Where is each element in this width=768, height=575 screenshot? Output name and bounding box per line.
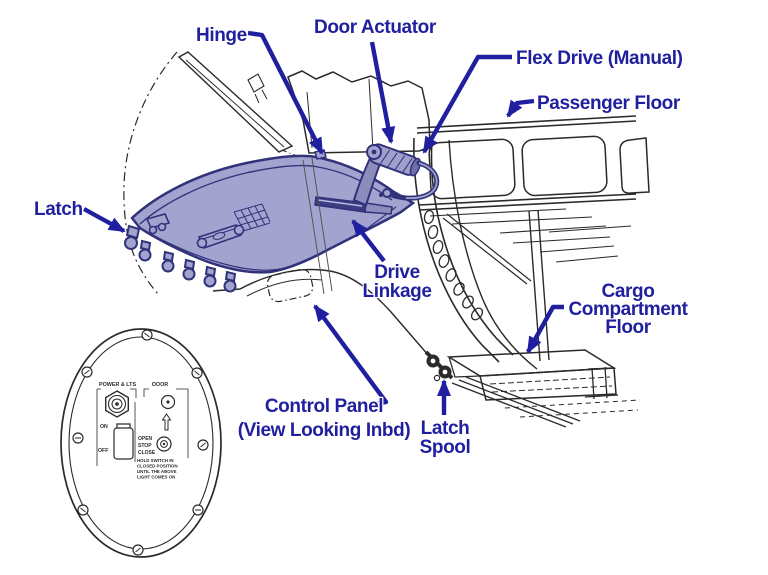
drive-linkage-label-2: Linkage (363, 281, 432, 302)
door-thickness-line (139, 164, 393, 225)
cargo-door (124, 143, 440, 293)
door-latch-handle (196, 224, 245, 249)
cargo-floor-assembly (424, 349, 641, 428)
panel-note: HOLD SWITCH IN CLOSED POSITION UNTIL THE… (137, 458, 178, 480)
stop-position-label: STOP (138, 443, 152, 449)
latch-spool-hardware (424, 350, 454, 382)
floor-diagonal-stringers (451, 376, 581, 428)
floor-lightening-hole (428, 138, 516, 200)
svg-text:HOLD SWITCH IN: HOLD SWITCH IN (137, 458, 174, 463)
control-panel-detail: POWER & LTS DOOR ON OFF OPEN STOP CLOSE … (60, 328, 222, 558)
passenger-floor-label: Passenger Floor (537, 93, 681, 114)
floor-lightening-hole (521, 135, 608, 197)
close-position-label: CLOSE (138, 450, 156, 456)
hinge-label: Hinge (196, 25, 247, 46)
cargo-floor-arrow (526, 304, 564, 354)
door-open-light (160, 394, 176, 410)
beam-end-profile (584, 366, 619, 400)
door-swing-arc (123, 51, 178, 295)
door-latch-hooks (124, 224, 237, 293)
fuselage-skin-panel (287, 70, 431, 154)
door-actuator-label: Door Actuator (314, 17, 437, 38)
callout-flex-drive: Flex Drive (Manual) (422, 47, 684, 154)
door-actuator-hardware (366, 143, 421, 177)
callout-hinge: Hinge (195, 24, 324, 155)
power-switch[interactable] (104, 390, 130, 418)
passenger-floor-truss (416, 115, 650, 211)
flex-drive-label: Flex Drive (Manual) (516, 48, 683, 69)
control-panel-label-1: Control Panel (265, 396, 383, 417)
door-vent-grid (233, 203, 271, 232)
flex-drive-cable (379, 160, 440, 201)
support-post (528, 209, 550, 362)
power-section-label: POWER & LTS (99, 382, 136, 388)
latch-label: Latch (34, 199, 83, 220)
callout-control-panel: Control Panel (View Looking Inbd) (236, 304, 412, 442)
door-switch-lever[interactable] (161, 413, 172, 431)
latch-spool-label-2: Spool (420, 437, 471, 458)
control-panel-location (266, 268, 314, 303)
callout-passenger-floor: Passenger Floor (506, 92, 683, 118)
fuselage-cut-edge (448, 139, 538, 370)
door-inner-edge-line (143, 206, 397, 271)
svg-text:LIGHT COMES ON: LIGHT COMES ON (137, 475, 175, 480)
flex-drive-arrow (422, 54, 512, 154)
drive-linkage-label-1: Drive (374, 262, 420, 283)
drive-linkage-arrow (351, 219, 386, 263)
svg-text:CLOSED POSITION: CLOSED POSITION (137, 464, 178, 469)
door-close-button[interactable] (156, 436, 172, 452)
door-section-label: DOOR (152, 382, 168, 388)
door-actuator-arrow (369, 41, 396, 144)
panel-section-lines (96, 388, 189, 466)
callout-latch-spool: Latch Spool (418, 379, 472, 459)
on-off-toggle[interactable] (113, 423, 134, 460)
floor-lightening-hole-partial (619, 137, 650, 194)
open-position-label: OPEN (138, 436, 153, 442)
hinge-arrow (247, 30, 324, 155)
control-panel-label-2: (View Looking Inbd) (238, 420, 411, 441)
drive-linkage-hardware (314, 156, 393, 215)
panel-screws (72, 329, 209, 556)
cargo-floor-label-3: Floor (605, 317, 651, 338)
station-lines (302, 157, 333, 295)
control-panel-arrow (313, 304, 389, 407)
on-label: ON (100, 424, 108, 430)
fuselage-stringers (429, 208, 632, 263)
latch-arrow (82, 207, 126, 233)
callout-cargo-floor: Cargo Compartment Floor (526, 280, 690, 354)
passenger-floor-arrow (506, 98, 535, 118)
open-door-edge-view (177, 51, 303, 159)
callouts: Hinge Door Actuator Flex Drive (Manual) … (33, 16, 691, 460)
cargo-floor-label-2: Compartment (568, 299, 688, 320)
door-latch-bracket (145, 213, 171, 235)
callout-drive-linkage: Drive Linkage (351, 219, 433, 303)
sill-inner-line (246, 278, 323, 297)
cargo-floor-label-1: Cargo (602, 281, 655, 302)
off-label: OFF (98, 448, 108, 454)
callout-latch: Latch (33, 198, 126, 233)
callout-door-actuator: Door Actuator (313, 16, 438, 144)
latch-spool-label-1: Latch (421, 418, 470, 439)
svg-text:UNTIL THE ABOVE: UNTIL THE ABOVE (137, 469, 177, 474)
